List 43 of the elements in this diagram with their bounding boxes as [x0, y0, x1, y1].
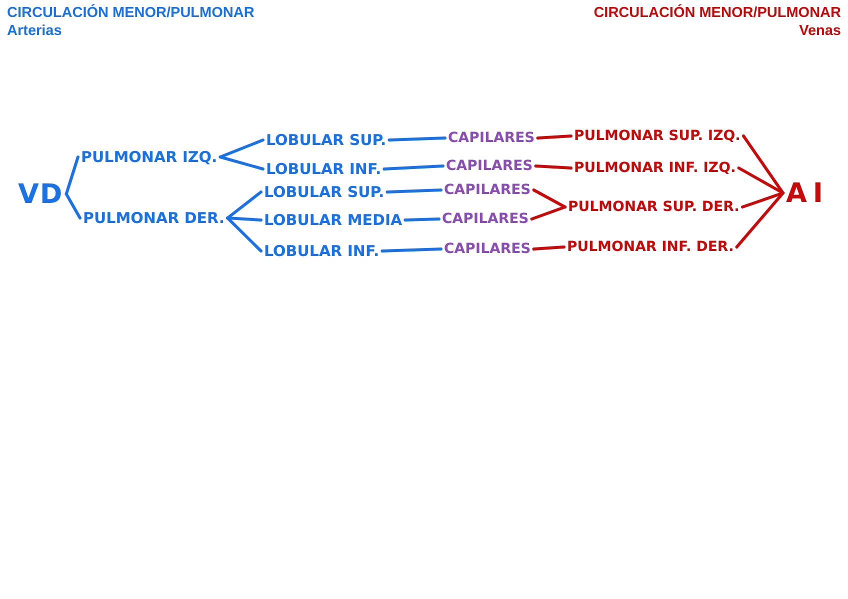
connector-line	[735, 192, 784, 248]
connector-line	[226, 216, 262, 222]
connector-line	[386, 188, 442, 194]
connector-line	[382, 164, 444, 170]
connector-line	[64, 192, 82, 220]
heart-chamber-label: VD	[15, 180, 66, 208]
artery-label: LOBULAR MEDIA	[261, 212, 406, 228]
connector-line	[536, 134, 572, 140]
capillary-label: CAPILARES	[441, 241, 534, 257]
capillary-label: CAPILARES	[443, 158, 536, 174]
artery-label: LOBULAR INF.	[263, 160, 384, 178]
connector-line	[218, 156, 264, 170]
connector-line	[218, 138, 264, 158]
heading: CIRCULACIÓN MENOR/PULMONAR	[594, 5, 841, 22]
connector-line	[534, 164, 572, 170]
connector-line	[380, 248, 442, 252]
connector-line	[742, 134, 784, 194]
vein-label: PULMONAR INF. IZQ.	[571, 160, 739, 176]
capillary-label: CAPILARES	[441, 182, 534, 198]
artery-label: PULMONAR IZQ.	[78, 148, 220, 166]
connector-line	[226, 190, 262, 220]
connector-line	[532, 188, 566, 208]
connector-line	[530, 206, 566, 220]
connector-line	[404, 218, 440, 222]
artery-label: LOBULAR SUP.	[263, 132, 390, 148]
connector-line	[64, 156, 80, 196]
capillary-label: CAPILARES	[439, 211, 532, 227]
subheading: Arterias	[7, 23, 62, 40]
artery-label: PULMONAR DER.	[80, 210, 228, 226]
heart-chamber-label: AI	[783, 178, 832, 208]
vein-label: PULMONAR INF. DER.	[564, 239, 737, 255]
capillary-label: CAPILARES	[445, 130, 538, 146]
vein-label: PULMONAR SUP. DER.	[565, 199, 742, 215]
artery-label: LOBULAR INF.	[261, 242, 382, 260]
connector-line	[532, 246, 566, 250]
artery-label: LOBULAR SUP.	[261, 184, 388, 200]
connector-line	[226, 216, 262, 252]
connector-line	[388, 136, 446, 142]
vein-label: PULMONAR SUP. IZQ.	[571, 128, 744, 144]
connector-line	[737, 166, 784, 194]
subheading: Venas	[799, 23, 841, 40]
connector-line	[740, 192, 784, 208]
heading: CIRCULACIÓN MENOR/PULMONAR	[7, 5, 254, 22]
